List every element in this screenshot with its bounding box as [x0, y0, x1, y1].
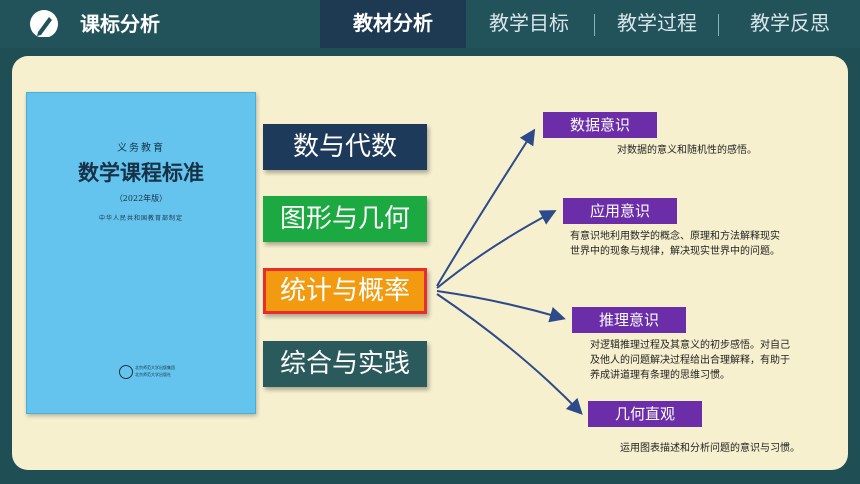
- top-bar: 课标分析 教材分析 教学目标 教学过程 教学反思: [0, 0, 860, 48]
- category-number-algebra[interactable]: 数与代数: [263, 124, 427, 170]
- tab-teaching-goals[interactable]: 教学目标: [489, 11, 569, 35]
- tab-bar: 教材分析 教学目标 教学过程 教学反思: [320, 0, 860, 48]
- arrow-to-data-awareness: [436, 128, 536, 287]
- category-statistics-probability[interactable]: 统计与概率: [263, 268, 427, 314]
- section-title: 课标分析: [80, 12, 160, 36]
- arrow-to-geometric-intuition: [436, 293, 583, 415]
- concept-geometric-intuition-desc: 运用图表描述和分析问题的意识与习惯。: [620, 443, 800, 454]
- tab-divider: [718, 14, 719, 36]
- publisher-logo-icon: [119, 365, 133, 379]
- tab-divider: [594, 14, 595, 36]
- concept-reasoning-awareness[interactable]: 推理意识: [572, 307, 686, 333]
- tab-teaching-reflection[interactable]: 教学反思: [750, 11, 830, 35]
- concept-data-awareness[interactable]: 数据意识: [543, 112, 657, 138]
- book-subtitle: 义务教育: [117, 143, 165, 154]
- book-author: 中华人民共和国教育部制定: [98, 215, 183, 222]
- concept-application-awareness-desc: 有意识地利用数学的概念、原理和方法解释现实 世界中的现象与规律，解决现实世界中的…: [570, 231, 780, 257]
- arrow-to-application-awareness: [436, 210, 557, 289]
- arrow-to-reasoning-awareness: [436, 290, 566, 323]
- category-geometry[interactable]: 图形与几何: [263, 196, 427, 242]
- book-title: 数学课程标准: [78, 160, 204, 185]
- concept-data-awareness-desc: 对数据的意义和随机性的感悟。: [617, 145, 757, 156]
- category-comprehensive-practice[interactable]: 综合与实践: [263, 341, 427, 387]
- tab-teaching-process[interactable]: 教学过程: [617, 11, 697, 35]
- publisher-line: 北京师范大学出版社: [135, 372, 171, 377]
- publisher-line: 北京师范大学出版集团: [135, 365, 175, 370]
- concept-application-awareness[interactable]: 应用意识: [563, 198, 677, 224]
- pencil-logo-icon: [22, 4, 66, 44]
- concept-geometric-intuition[interactable]: 几何直观: [588, 401, 702, 427]
- tab-textbook-analysis[interactable]: 教材分析: [320, 0, 466, 48]
- curriculum-book-cover: 义务教育 数学课程标准 （2022年版） 中华人民共和国教育部制定 北京师范大学…: [26, 92, 256, 414]
- book-edition: （2022年版）: [114, 194, 168, 203]
- concept-reasoning-awareness-desc: 对逻辑推理过程及其意义的初步感悟。对自己 及他人的问题解决过程给出合理解释，有助…: [590, 340, 790, 381]
